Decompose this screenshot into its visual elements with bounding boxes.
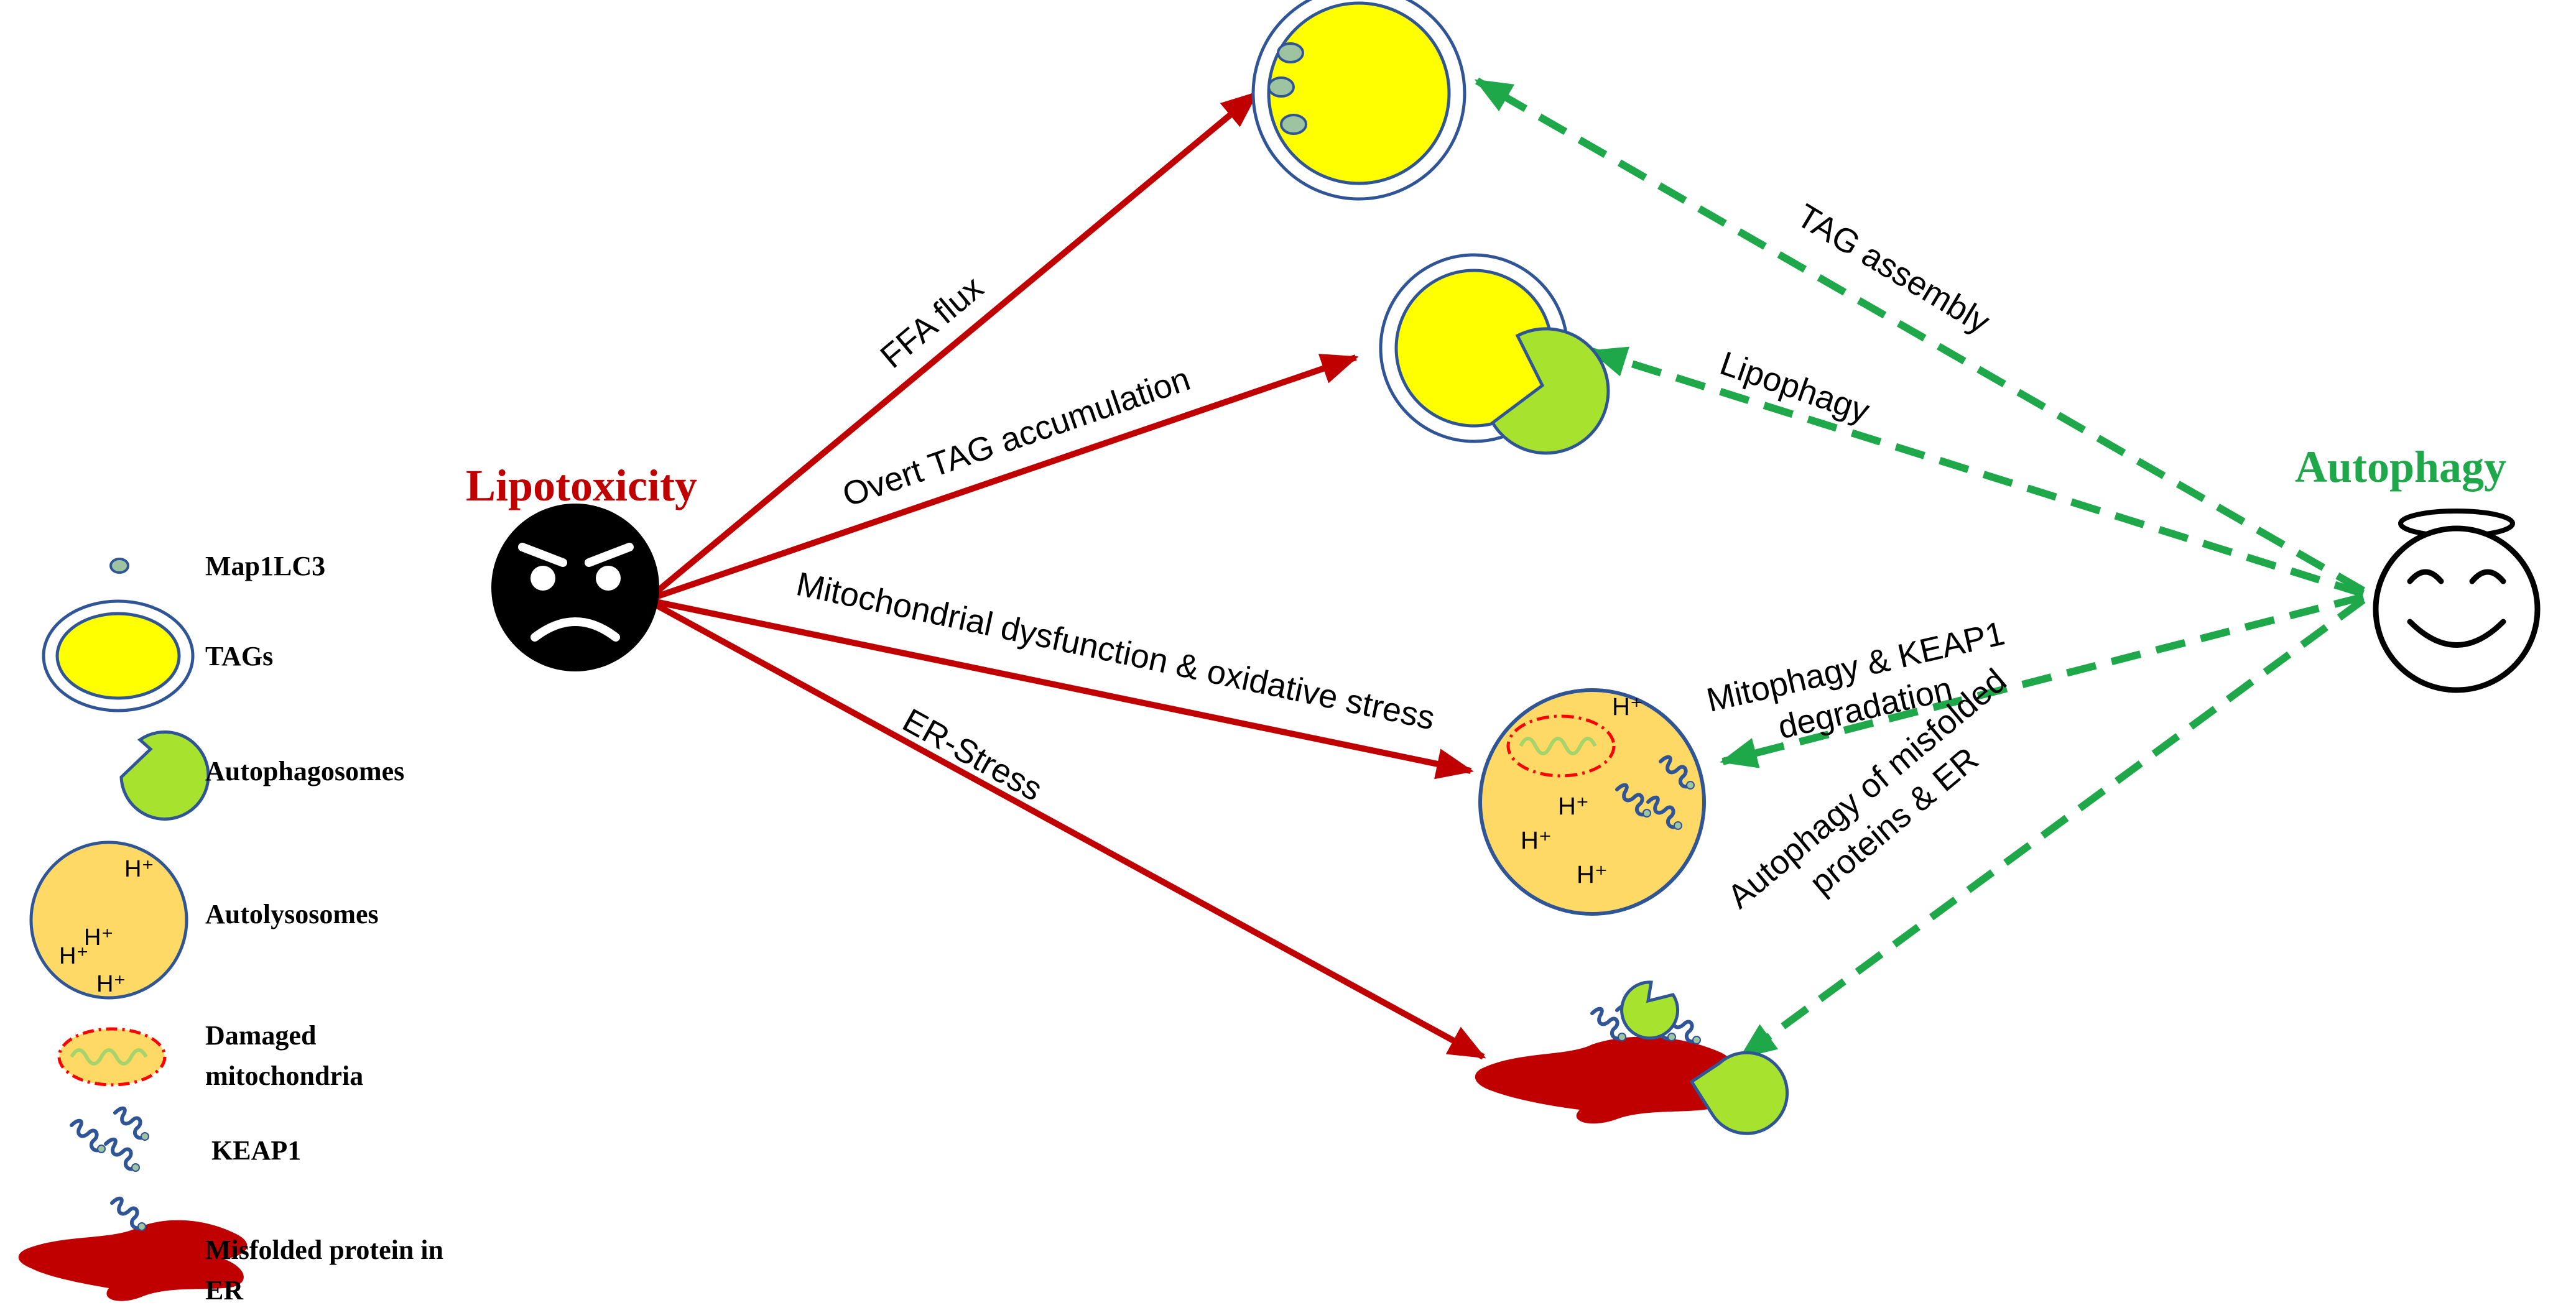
legend-autophagosome-icon [119,730,210,821]
autophagosome-pacman [1689,1051,1789,1135]
autophagosome-pacman [1490,327,1610,455]
legend-label-misfolded-1: Misfolded protein in [205,1235,443,1265]
legend-tags-icon [42,599,195,712]
smiling-face-with-halo-icon [2373,509,2541,693]
lipotoxicity-actor: Lipotoxicity [466,461,697,671]
proton-mark: H⁺ [1558,793,1589,820]
label-tag-assembly: TAG assembly [1791,197,1996,341]
er-misfolded-protein [1475,980,1789,1135]
proton-mark: H⁺ [1612,693,1643,721]
autolysosome: H⁺ H⁺ H⁺ H⁺ [1478,688,1706,916]
legend-label-misfolded-2: ER [205,1275,244,1306]
legend-autolysosome-icon: H⁺ H⁺ H⁺ H⁺ [29,841,188,1000]
label-er-stress: ER-Stress [897,701,1049,808]
autophagy-title: Autophagy [2295,442,2506,492]
lipotoxicity-title: Lipotoxicity [466,461,697,510]
proton-mark: H⁺ [1521,827,1552,854]
legend-proton-mark: H⁺ [84,924,114,951]
label-lipophagy: Lipophagy [1715,344,1874,430]
legend-label-autolysosomes: Autolysosomes [205,899,379,929]
legend-proton-mark: H⁺ [96,971,126,997]
legend-er-icon [18,1199,248,1301]
legend-map1lc3-icon [109,558,129,574]
arrow-ffa-flux [644,91,1259,602]
arrow-overt-tag-accumulation [646,354,1359,603]
arrow-er-stress [645,597,1486,1060]
arrow-tag-assembly [1474,77,2365,594]
legend-label-damaged-mitochondria-1: Damaged [205,1020,316,1051]
arrow-mitochondrial-dysfunction [646,597,1474,780]
legend-proton-mark: H⁺ [59,943,89,969]
map1lc3-dot [1280,114,1307,135]
tag-droplet-lipophagy [1379,253,1610,455]
legend-damaged-mitochondria-icon [57,1027,167,1087]
legend-label-map1lc3: Map1LC3 [205,551,325,581]
damaged-mitochondria [1506,714,1616,778]
arrow-misfolded-proteins [1738,597,2366,1060]
autophagosome-pacman [1620,980,1680,1040]
er-shape [1475,1036,1732,1124]
angry-face-icon [491,504,659,671]
autophagy-actor: Autophagy [2295,442,2541,693]
lipotoxicity-arrows: FFA flux Overt TAG accumulation Mitochon… [644,91,1486,1060]
tag-droplet-with-map1lc3 [1251,0,1466,201]
map1lc3-dot [1267,76,1295,98]
legend-label-tags: TAGs [205,641,273,671]
legend-label-damaged-mitochondria-2: mitochondria [205,1061,363,1091]
arrow-lipophagy [1589,346,2365,597]
legend-label-keap1: KEAP1 [211,1135,301,1166]
legend-keap1-icon [72,1108,149,1171]
arrow-mitophagy [1720,593,2365,768]
legend: Map1LC3 TAGs Autophagosomes H⁺ H⁺ H⁺ H⁺ … [18,551,443,1306]
proton-mark: H⁺ [1577,861,1608,888]
map1lc3-dot [1277,42,1304,63]
legend-proton-mark: H⁺ [124,856,154,882]
label-overt-tag-accumulation: Overt TAG accumulation [838,360,1195,514]
legend-label-autophagosomes: Autophagosomes [205,756,404,786]
